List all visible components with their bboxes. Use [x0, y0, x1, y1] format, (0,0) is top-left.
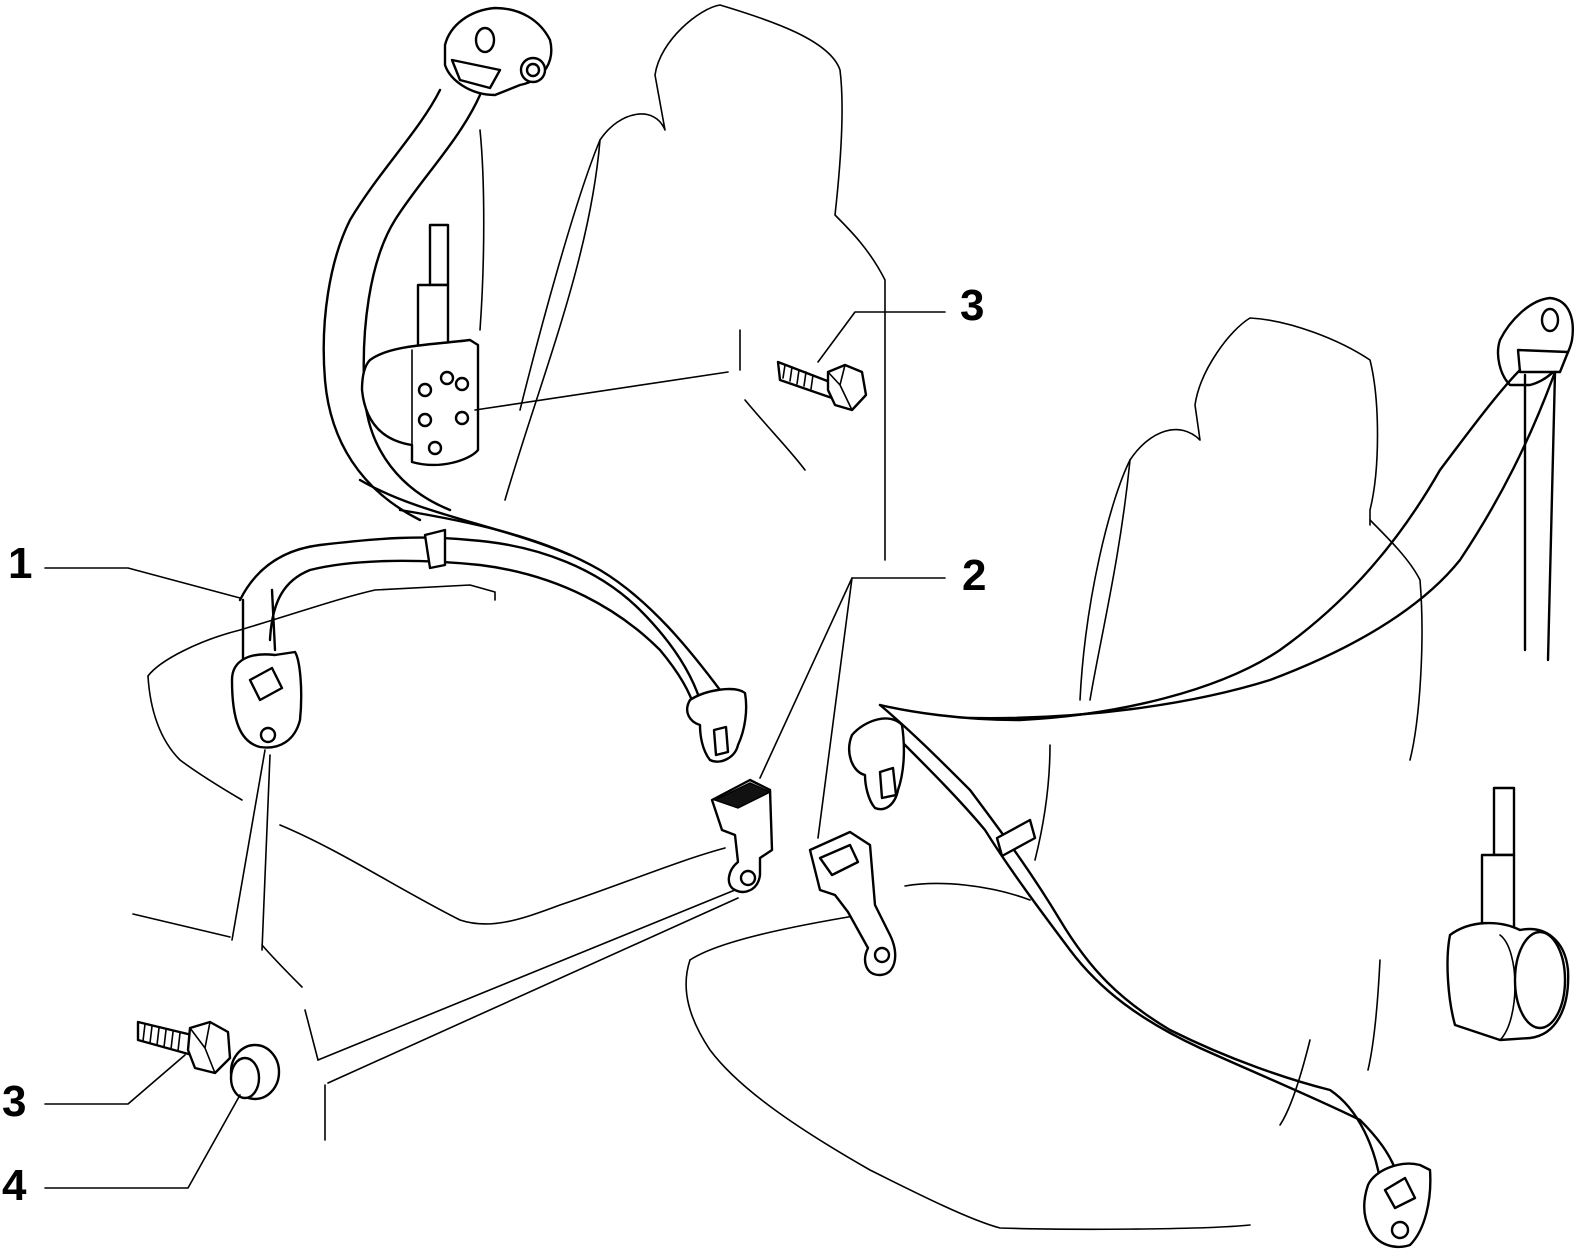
- callout-4: 4: [2, 1161, 27, 1210]
- buckle-right: [808, 830, 897, 977]
- belt-tongue-right: [848, 717, 906, 811]
- belt-tongue: [686, 687, 748, 763]
- right-seat: [685, 317, 1423, 1231]
- lower-anchor-plate-right: [1362, 1162, 1432, 1249]
- three-point-belt-right: [848, 296, 1574, 1249]
- anchor-nut-icon: [519, 56, 547, 84]
- cap: [229, 1043, 281, 1101]
- bolt-upper: [776, 360, 868, 412]
- bolt-lower: [136, 1020, 232, 1075]
- retractor: [360, 223, 480, 467]
- hex-bolt-head-icon: [186, 1020, 232, 1075]
- lower-anchor-plate: [230, 650, 303, 749]
- retractor-right: [1446, 786, 1570, 1042]
- buckle-left: [710, 778, 774, 894]
- left-seat: [132, 4, 886, 1141]
- callout-3-upper: 3: [960, 281, 984, 330]
- callout-2: 2: [962, 551, 986, 600]
- leader-lines: [44, 311, 946, 1189]
- callout-3-lower: 3: [2, 1077, 26, 1126]
- hex-bolt-head-icon: [826, 363, 868, 412]
- callout-1: 1: [8, 539, 32, 588]
- three-point-belt-left: [230, 6, 748, 763]
